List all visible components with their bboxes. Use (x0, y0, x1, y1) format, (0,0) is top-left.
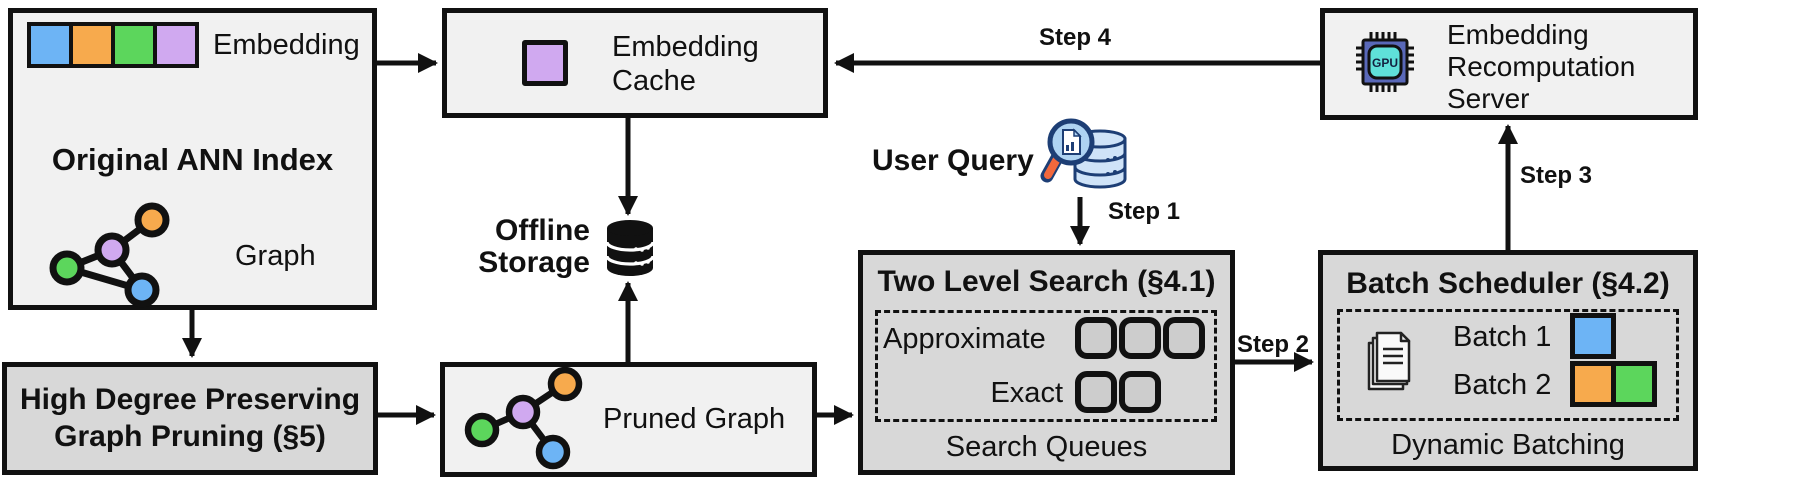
ann-graph-icon (49, 202, 170, 308)
two-level-search-title: Two Level Search (§4.1) (877, 265, 1216, 298)
gpu-chip-icon: GPU (1356, 32, 1414, 92)
database-icon (605, 220, 655, 276)
batch2-squares (1570, 361, 1657, 407)
pruned-graph-box: Pruned Graph (440, 362, 817, 477)
batch-cell-blue (1575, 318, 1611, 354)
graph-node-orange (547, 366, 583, 402)
embedding-cache-line2: Cache (612, 65, 696, 97)
embedding-cell-green (115, 26, 153, 64)
embedding-vector (27, 22, 199, 68)
recomputation-server-box: GPU Embedding Recomputation Server (1320, 8, 1698, 120)
queue-slot (1163, 317, 1205, 359)
embedding-cell-orange (73, 26, 111, 64)
server-line2: Recomputation (1447, 51, 1636, 82)
graph-node-blue (124, 272, 160, 308)
embedding-cache-box: Embedding Cache (442, 8, 828, 118)
embedding-label: Embedding (213, 29, 360, 61)
approximate-label: Approximate (883, 323, 1046, 355)
graph-node-blue (535, 434, 571, 470)
original-ann-index-title: Original ANN Index (51, 142, 334, 177)
graph-pruning-box: High Degree Preserving Graph Pruning (§5… (2, 362, 378, 475)
pruned-graph-label: Pruned Graph (603, 403, 786, 435)
cached-embedding-square (522, 40, 568, 86)
approximate-queues (1075, 317, 1205, 359)
embedding-cell-blue (31, 26, 69, 64)
two-level-search-box: Two Level Search (§4.1) Approximate Exac… (858, 250, 1235, 475)
batch-scheduler-box: Batch Scheduler (§4.2) Batch 1 Batch 2 D… (1318, 250, 1698, 471)
queue-slot (1075, 317, 1117, 359)
dynamic-batching-caption: Dynamic Batching (1391, 429, 1625, 461)
graph-node-purple (505, 394, 541, 430)
queue-slot (1075, 371, 1117, 413)
gpu-chip-label: GPU (1372, 56, 1398, 70)
step3-label: Step 3 (1520, 162, 1593, 189)
query-icon (1040, 118, 1127, 189)
queue-slot (1119, 371, 1161, 413)
server-line1: Embedding (1447, 19, 1589, 50)
embedding-cell-purple (157, 26, 195, 64)
batch-cell-green (1616, 366, 1652, 402)
exact-queues (1075, 371, 1161, 413)
user-query-label: User Query (872, 144, 1034, 177)
queue-slot (1119, 317, 1161, 359)
batch1-squares (1570, 313, 1616, 359)
step1-label: Step 1 (1108, 198, 1181, 225)
pruned-graph-icon (464, 366, 583, 470)
batch-scheduler-title: Batch Scheduler (§4.2) (1346, 267, 1670, 300)
dynamic-batching-panel (1337, 309, 1679, 421)
embedding-cache-line1: Embedding (612, 31, 759, 63)
graph-node-orange (134, 202, 170, 238)
exact-label: Exact (990, 377, 1063, 409)
graph-pruning-line1: High Degree Preserving (19, 383, 361, 416)
offline-storage-line2: Storage (478, 246, 590, 279)
step4-label: Step 4 (1038, 24, 1112, 51)
offline-storage-line1: Offline (495, 214, 590, 247)
pages-icon (1367, 331, 1411, 391)
batch-cell-orange (1575, 366, 1611, 402)
batch1-label: Batch 1 (1453, 321, 1552, 353)
step2-label: Step 2 (1237, 331, 1310, 358)
original-ann-index-box: Embedding Original ANN Index Graph (8, 8, 377, 310)
search-queues-caption: Search Queues (945, 431, 1148, 463)
search-queues-panel (875, 310, 1217, 422)
graph-pruning-line2: Graph Pruning (§5) (54, 420, 326, 453)
batch2-label: Batch 2 (1453, 369, 1552, 401)
graph-label: Graph (235, 240, 316, 272)
graph-node-purple (94, 232, 130, 268)
graph-node-green (49, 250, 85, 286)
server-line3: Server (1447, 83, 1530, 114)
graph-node-green (464, 412, 500, 448)
